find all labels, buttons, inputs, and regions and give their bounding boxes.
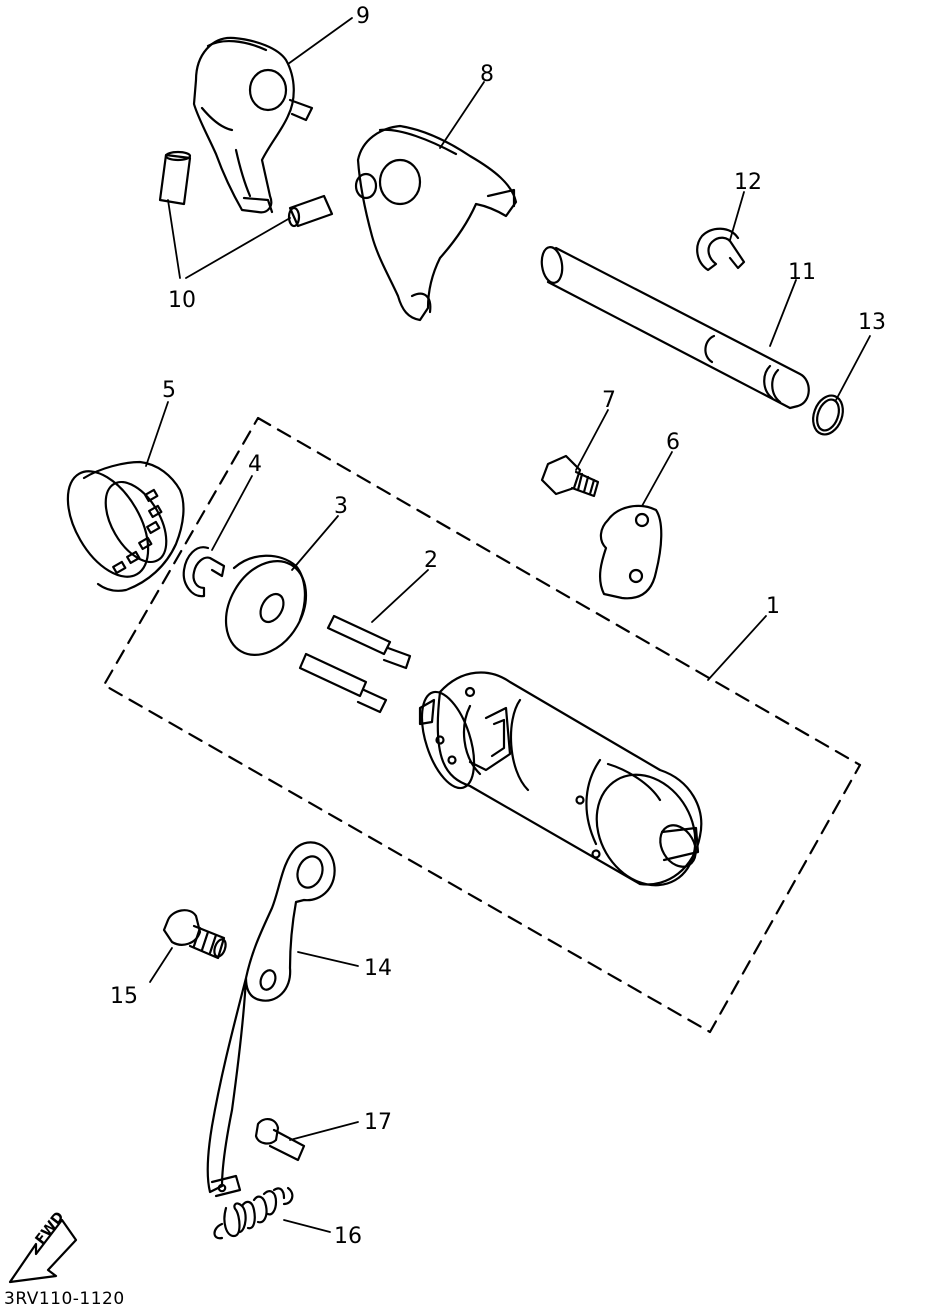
guide-pin-10-icon [160, 152, 332, 226]
part-label-11: 11 [788, 260, 816, 285]
stopper-plate-6-icon [600, 506, 661, 598]
o-ring-13-icon [808, 391, 848, 438]
part-label-5: 5 [162, 378, 176, 403]
part-label-17: 17 [364, 1110, 392, 1135]
shift-drum-icon [412, 673, 715, 904]
circlip-12-icon [697, 229, 744, 270]
washer-3-icon [210, 547, 322, 670]
bolt-15-icon [164, 910, 228, 958]
shift-fork-8-icon [356, 126, 516, 320]
part-label-4: 4 [248, 452, 262, 477]
part-label-7: 7 [602, 388, 616, 413]
assembly-boundary-dashed [102, 416, 862, 1034]
part-label-2: 2 [424, 548, 438, 573]
circlip-4-icon [184, 547, 224, 596]
part-label-1: 1 [766, 594, 780, 619]
leader-lines [145, 17, 871, 1233]
pivot-bolt-17-icon [256, 1119, 304, 1160]
bolt-7-icon [542, 456, 598, 496]
part-label-3: 3 [334, 494, 348, 519]
part-label-14: 14 [364, 956, 392, 981]
spring-16-icon [215, 1188, 293, 1238]
diagram-code: 3RV110-1120 [4, 1289, 125, 1309]
part-label-8: 8 [480, 62, 494, 87]
part-label-16: 16 [334, 1224, 362, 1249]
needle-bearing-5-icon [51, 458, 183, 591]
part-label-6: 6 [666, 430, 680, 455]
part-label-10: 10 [168, 288, 196, 313]
dowel-pin-2-icon [300, 616, 410, 712]
stopper-lever-14-icon [208, 842, 335, 1196]
part-label-12: 12 [734, 170, 762, 195]
part-label-9: 9 [356, 4, 370, 29]
part-label-15: 15 [110, 984, 138, 1009]
shift-fork-9-icon [194, 38, 312, 212]
fwd-arrow-icon [8, 1218, 78, 1284]
shift-fork-shaft-11-icon [540, 246, 809, 408]
part-label-13: 13 [858, 310, 886, 335]
